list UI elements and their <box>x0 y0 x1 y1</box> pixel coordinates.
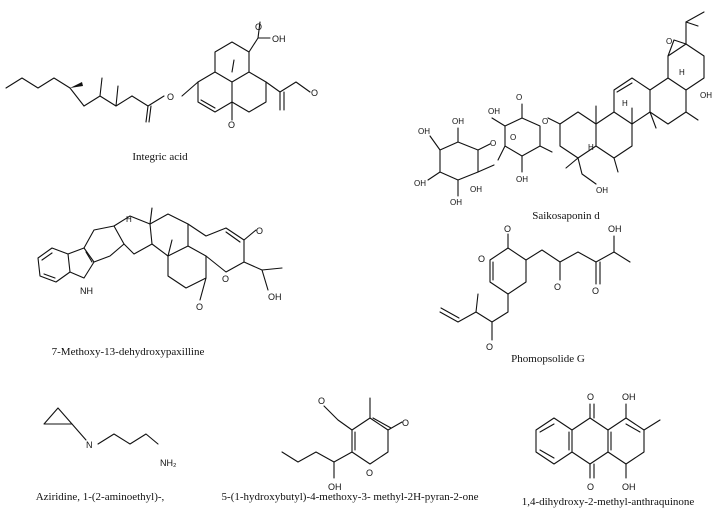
integric-acid-ketone-oxygen: O <box>228 120 235 130</box>
pyranone-methoxy-oxygen: O <box>318 396 325 406</box>
aziridine-structure <box>43 407 159 445</box>
saiko-oh-4: OH <box>516 175 528 184</box>
phomopsolide-ring-oxygen: O <box>478 254 485 264</box>
phomopsolide-methoxy-oxygen: O <box>554 282 561 292</box>
anthraquinone-structure <box>535 403 661 479</box>
saiko-h-3: H <box>588 143 594 152</box>
anthraquinone-atom-labels: O O OH OH <box>587 392 636 492</box>
pyranone-caption: 5-(1-hydroxybutyl)-4-methoxy-3- methyl-2… <box>222 491 479 503</box>
saiko-h-2: H <box>622 99 628 108</box>
pyranone-ring-oxygen: O <box>366 468 373 478</box>
integric-acid-aldehyde-oxygen: O <box>311 88 318 98</box>
anthraquinone-oh-top: OH <box>622 392 636 402</box>
saiko-oh-8: OH <box>450 198 462 207</box>
saiko-oh-5: OH <box>452 117 464 126</box>
integric-acid-caption: Integric acid <box>132 151 188 163</box>
paxilline-methoxy-oxygen: O <box>196 302 203 312</box>
saikosaponin-d-caption: Saikosaponin d <box>532 210 600 222</box>
saiko-glycoside-oxygen: O <box>542 117 548 126</box>
anthraquinone-caption: 1,4-dihydroxy-2-methyl-anthraquinone <box>522 496 695 508</box>
saikosaponin-d-atom-labels: O H OH H H O OH O OH O OH OH OH O OH OH … <box>414 37 712 207</box>
integric-acid-carboxyl-oh: OH <box>272 34 286 44</box>
phomopsolide-oh: OH <box>608 224 622 234</box>
saiko-oh-2: OH <box>596 186 608 195</box>
aziridine-nh2: NH₂ <box>160 458 177 468</box>
phomopsolide-lactone-oxygen: O <box>504 224 511 234</box>
pyranone-atom-labels: O O O OH <box>318 396 409 492</box>
saiko-oh-7: OH <box>414 179 426 188</box>
pyranone-carbonyl-oxygen: O <box>402 418 409 428</box>
pyranone-oh: OH <box>328 482 342 492</box>
paxilline-atom-labels: NH H O O O OH <box>80 215 282 312</box>
aziridine-atom-labels: N NH₂ <box>86 440 177 468</box>
paxilline-ring-oxygen: O <box>222 274 229 284</box>
phomopsolide-ester-oxygen: O <box>486 342 493 352</box>
integric-acid-structure <box>5 21 311 123</box>
phomopsolide-g-structure <box>439 233 631 341</box>
saiko-oh-6: OH <box>418 127 430 136</box>
saiko-ring-oxygen-1: O <box>516 93 522 102</box>
phomopsolide-ketone-oxygen: O <box>592 286 599 296</box>
paxilline-caption: 7-Methoxy-13-dehydroxypaxilline <box>52 346 205 358</box>
anthraquinone-carbonyl-oxygen-bottom: O <box>587 482 594 492</box>
saiko-ring-oxygen-3: O <box>490 139 496 148</box>
saiko-oh-9: OH <box>470 185 482 194</box>
integric-acid-atom-labels: O O OH O O <box>167 22 318 130</box>
phomopsolide-g-atom-labels: O O O O OH O <box>478 224 622 352</box>
paxilline-h: H <box>126 215 132 224</box>
anthraquinone-oh-bottom: OH <box>622 482 636 492</box>
pyranone-structure <box>281 397 403 479</box>
aziridine-caption: Aziridine, 1-(2-aminoethyl)-, <box>36 491 165 503</box>
saiko-h-1: H <box>679 68 685 77</box>
paxilline-oh: OH <box>268 292 282 302</box>
anthraquinone-carbonyl-oxygen-top: O <box>587 392 594 402</box>
paxilline-structure <box>37 207 283 301</box>
saiko-bridge-oxygen: O <box>666 37 672 46</box>
saiko-ring-oxygen-2: O <box>510 133 516 142</box>
saikosaponin-d-structure <box>427 11 705 197</box>
phomopsolide-g-caption: Phomopsolide G <box>511 353 585 365</box>
integric-acid-ester-oxygen: O <box>167 92 174 102</box>
aziridine-nitrogen: N <box>86 440 93 450</box>
integric-acid-carboxyl-oxygen: O <box>255 22 262 32</box>
saiko-oh-3: OH <box>488 107 500 116</box>
saiko-oh-1: OH <box>700 91 712 100</box>
paxilline-nh: NH <box>80 286 93 296</box>
paxilline-ketone-oxygen: O <box>256 226 263 236</box>
